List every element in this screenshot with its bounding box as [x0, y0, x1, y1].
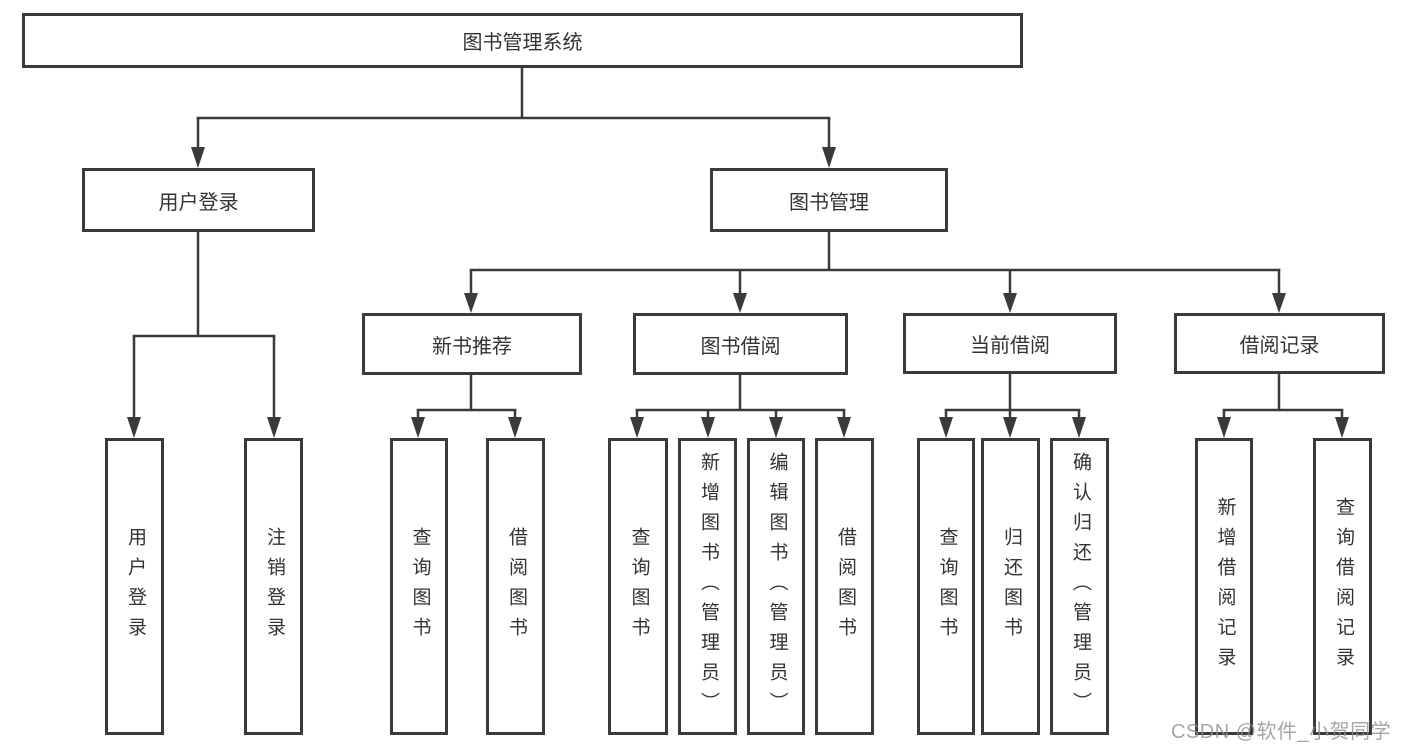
arrowhead-icon [1217, 417, 1231, 438]
node-book-borrow: 图书借阅 [633, 313, 848, 375]
arrowhead-icon [127, 417, 141, 438]
arrowhead-icon [939, 417, 953, 438]
node-book-management: 图书管理 [710, 168, 948, 232]
arrowhead-icon [701, 417, 715, 438]
node-label: 图书管理 [789, 191, 869, 214]
arrowhead-icon [769, 417, 783, 438]
node-borrow-record: 借阅记录 [1174, 313, 1385, 374]
node-label: 图书借阅 [700, 335, 781, 358]
node-leaf-logout: 注销登录 [244, 438, 303, 735]
arrowhead-icon [1003, 293, 1017, 313]
node-leaf-query-borrow-record: 查询借阅记录 [1313, 438, 1372, 735]
node-label: 图书管理系统 [462, 32, 583, 54]
node-leaf-edit-books-admin: 编辑图书（管理员） [747, 438, 805, 735]
node-leaf-borrow-books-1: 借阅图书 [486, 438, 545, 735]
node-label: 用户登录 [158, 191, 239, 214]
node-leaf-confirm-return-admin: 确认归还（管理员） [1050, 438, 1109, 735]
node-user-login: 用户登录 [82, 168, 315, 232]
node-leaf-user-login: 用户登录 [105, 438, 164, 735]
node-label: 编辑图书（管理员） [766, 451, 788, 722]
node-leaf-query-books-2: 查询图书 [608, 438, 668, 735]
node-leaf-add-books-admin: 新增图书（管理员） [678, 438, 737, 735]
node-label: 归还图书 [1000, 526, 1022, 647]
arrowhead-icon [508, 417, 522, 438]
node-leaf-query-books-3: 查询图书 [917, 438, 975, 735]
arrowhead-icon [1003, 417, 1017, 438]
node-label: 借阅图书 [505, 526, 527, 647]
node-label: 新增借阅记录 [1214, 496, 1236, 677]
arrowhead-icon [733, 293, 747, 313]
node-leaf-query-books-1: 查询图书 [390, 438, 448, 735]
arrowhead-icon [464, 293, 478, 313]
arrowhead-icon [1072, 417, 1086, 438]
node-label: 查询图书 [628, 526, 650, 647]
node-current-borrow: 当前借阅 [903, 313, 1117, 374]
node-label: 注销登录 [263, 526, 285, 647]
csdn-watermark: CSDN @软件_小贺同学 [1171, 721, 1392, 743]
node-label: 当前借阅 [970, 335, 1050, 357]
arrowhead-icon [630, 417, 644, 438]
node-new-book-recommend: 新书推荐 [362, 313, 582, 375]
node-leaf-add-borrow-record: 新增借阅记录 [1195, 438, 1253, 735]
arrowhead-icon [191, 147, 205, 168]
node-label: 确认归还（管理员） [1069, 451, 1091, 722]
arrowhead-icon [411, 417, 425, 438]
node-label: 查询图书 [936, 526, 958, 647]
node-label: 新增图书（管理员） [697, 451, 719, 722]
arrowhead-icon [822, 147, 836, 168]
arrowhead-icon [267, 417, 281, 438]
node-label: 借阅图书 [834, 526, 856, 647]
node-label: 借阅记录 [1239, 335, 1320, 357]
node-label: 查询图书 [409, 526, 431, 647]
node-leaf-borrow-books-2: 借阅图书 [815, 438, 874, 735]
node-label: 新书推荐 [432, 335, 512, 358]
connector-arrowheads [127, 147, 1349, 438]
arrowhead-icon [1272, 293, 1286, 313]
arrowhead-icon [1335, 417, 1349, 438]
node-library-management-system: 图书管理系统 [22, 13, 1023, 68]
node-leaf-return-books: 归还图书 [981, 438, 1040, 735]
arrowhead-icon [837, 417, 851, 438]
node-label: 用户登录 [124, 526, 146, 647]
node-label: 查询借阅记录 [1332, 496, 1354, 677]
